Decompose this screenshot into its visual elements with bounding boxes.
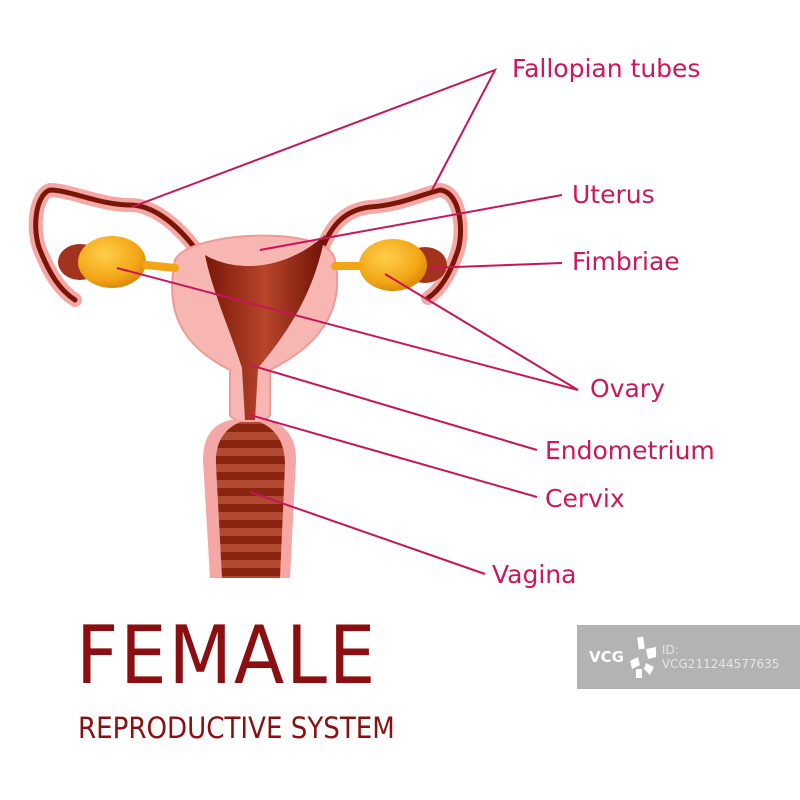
label-endometrium: Endometrium: [545, 436, 715, 465]
diagram-title: FEMALE: [76, 609, 378, 702]
label-fallopian-tubes: Fallopian tubes: [512, 54, 701, 83]
label-cervix: Cervix: [545, 484, 625, 513]
label-vagina: Vagina: [492, 560, 577, 589]
right-fallopian-tube: [313, 182, 468, 305]
left-ovary: [58, 236, 179, 288]
diagram-subtitle: REPRODUCTIVE SYSTEM: [78, 711, 395, 745]
leader-lines: [116, 68, 579, 575]
uterine-cavity: [205, 235, 325, 420]
label-fimbriae: Fimbriae: [572, 247, 680, 276]
left-fallopian-tube: [28, 182, 207, 307]
burst-logo-icon: [629, 636, 656, 678]
vagina-canal: [215, 422, 285, 578]
label-uterus: Uterus: [572, 180, 655, 209]
label-ovary: Ovary: [590, 374, 665, 403]
right-ovary: [331, 239, 447, 291]
watermark-id: ID: VCG211244577635: [661, 643, 780, 671]
watermark-logo: VCG: [589, 648, 624, 666]
watermark-banner: VCG ID: VCG211244577635: [577, 625, 800, 689]
